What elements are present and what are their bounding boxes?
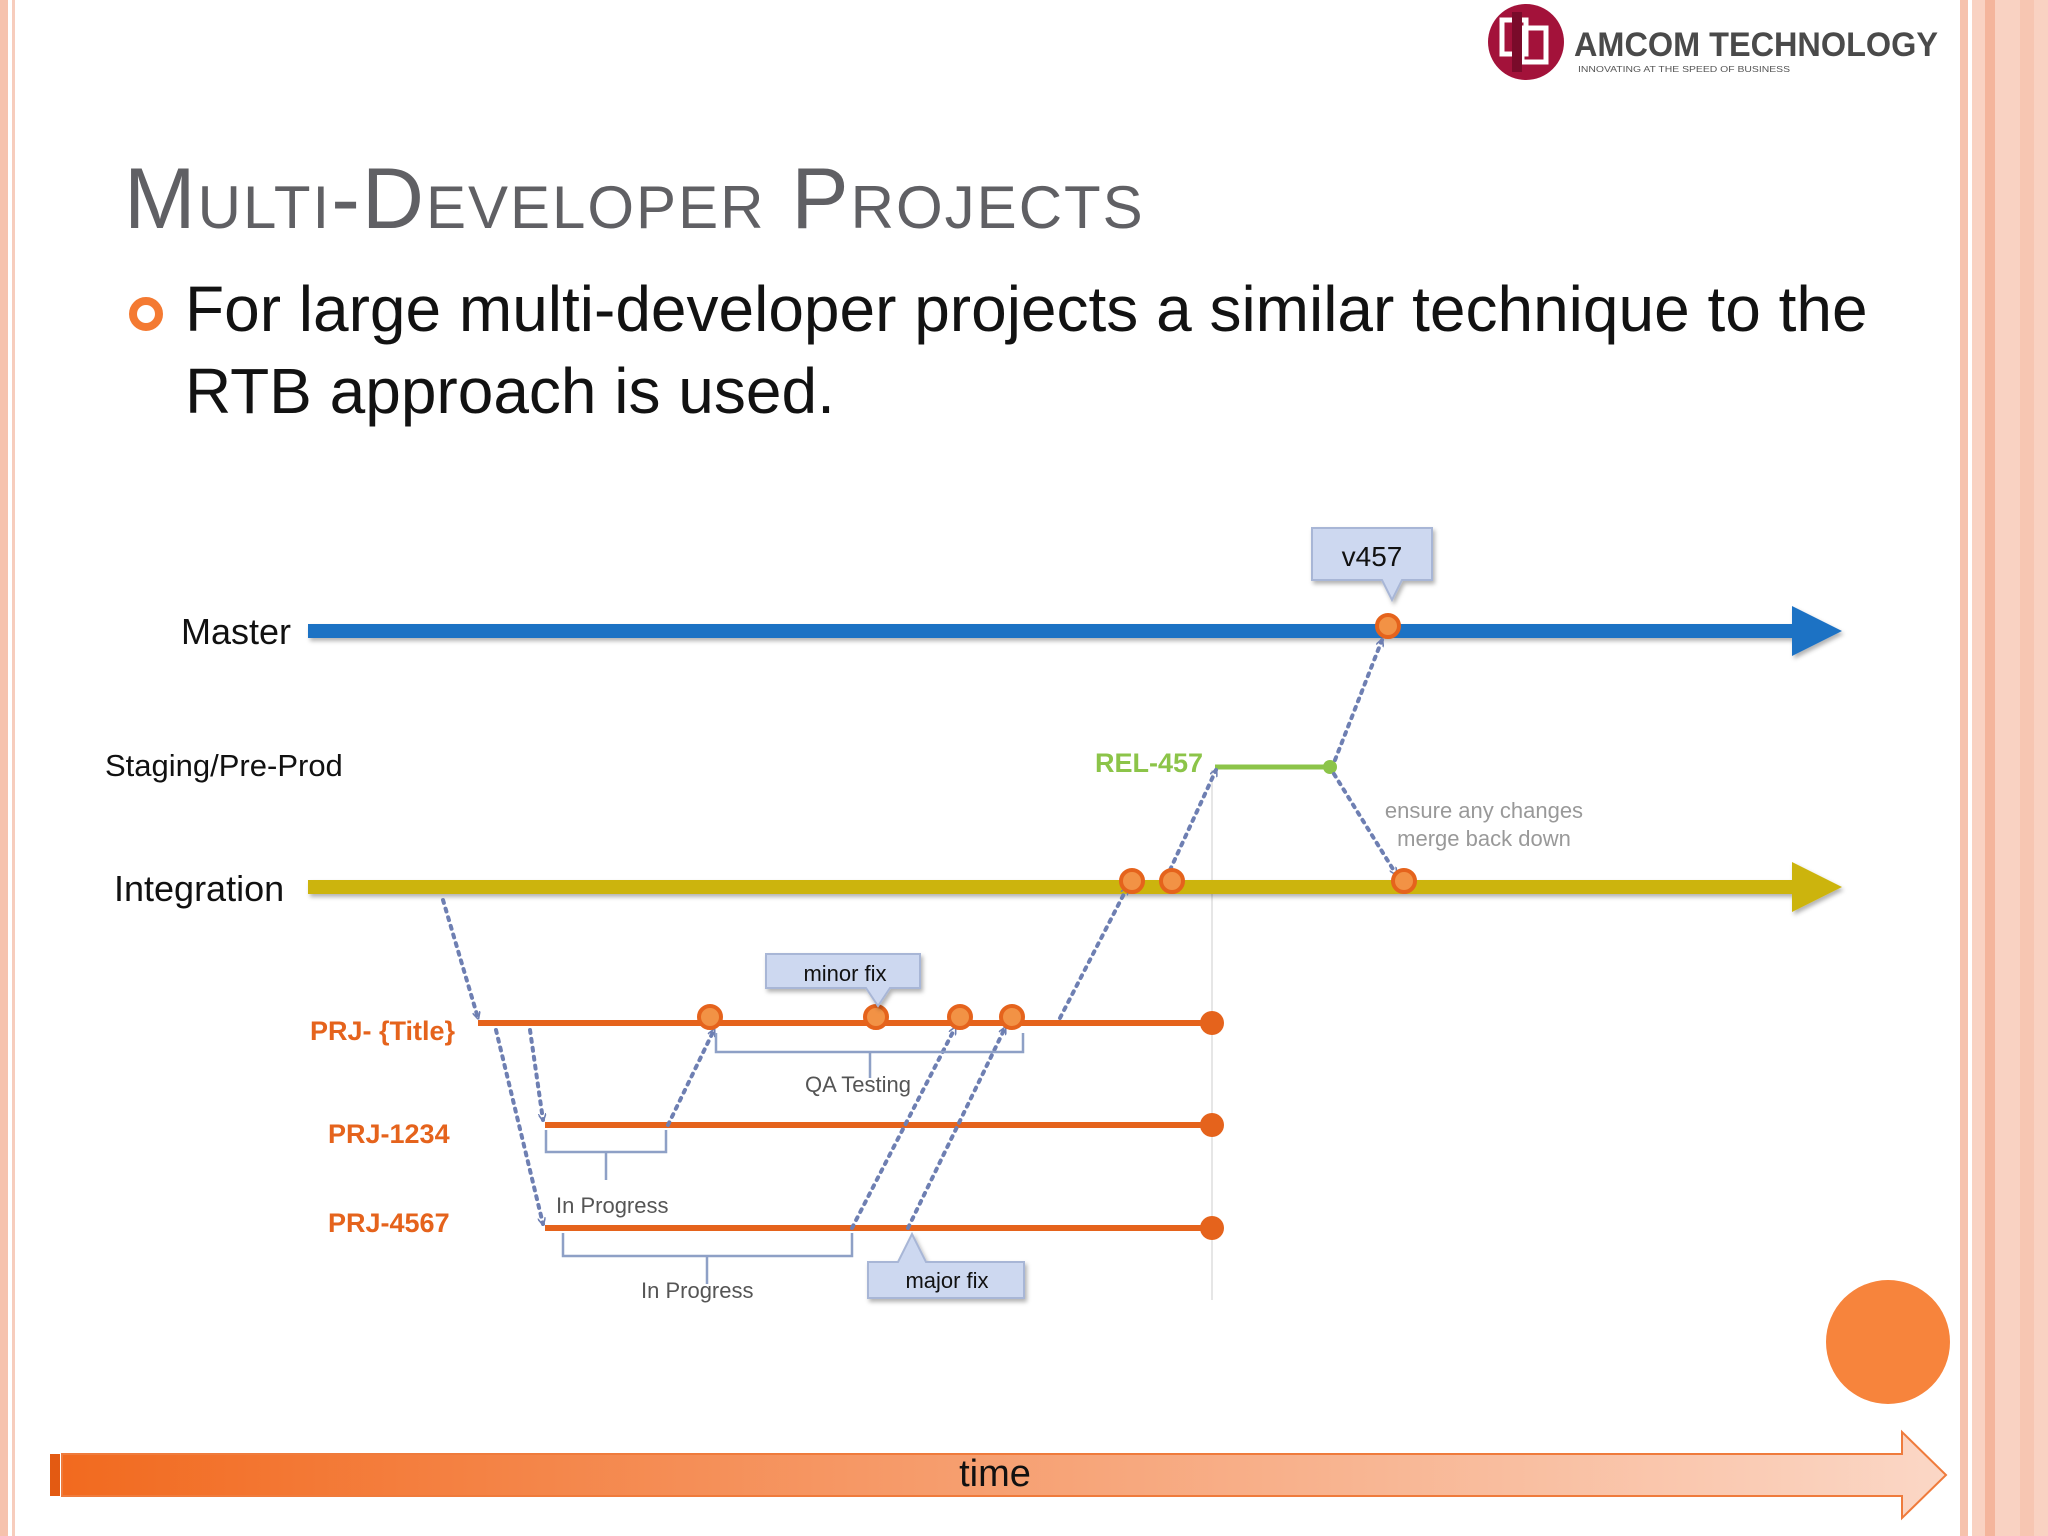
slide-border-right-band	[1972, 0, 2048, 1536]
release-label: REL-457	[1095, 748, 1203, 778]
prj-1234-end	[1200, 1113, 1224, 1137]
release-commit	[1323, 760, 1337, 774]
bullet-text: For large multi-developer projects a sim…	[185, 273, 1868, 427]
merge-note-line-1: ensure any changes	[1385, 798, 1583, 823]
company-logo: AMCOM TECHNOLOGY INNOVATING AT THE SPEED…	[1488, 4, 1938, 80]
in-progress-1234-label: In Progress	[556, 1193, 669, 1218]
time-label: time	[959, 1453, 1031, 1495]
in-progress-4567-bracket	[561, 1233, 854, 1284]
merge-arrow-4567-to-prj-b	[906, 1028, 1007, 1230]
version-callout	[1311, 527, 1433, 603]
qa-testing-label: QA Testing	[805, 1072, 911, 1097]
merge-arrow-1234-to-prj	[666, 1030, 716, 1127]
in-progress-4567-label: In Progress	[641, 1278, 754, 1303]
logo-tagline: INNOVATING AT THE SPEED OF BUSINESS	[1578, 65, 1790, 74]
integration-commit-1	[1119, 868, 1145, 894]
merge-arrow-int-to-rel	[1168, 770, 1218, 872]
slide-border-right-stripe-2	[2020, 0, 2034, 1536]
minor-fix-callout	[765, 953, 921, 1008]
slide-border-right-stripe	[1985, 0, 1995, 1536]
major-fix-callout	[867, 1231, 1025, 1299]
integration-commit-2	[1159, 868, 1185, 894]
slide-border-left-line	[12, 0, 15, 1536]
master-label: Master	[181, 611, 291, 652]
master-branch	[308, 606, 1842, 656]
merge-arrow-rel-to-int	[1332, 772, 1398, 874]
prj-title-label: PRJ- {Title}	[310, 1016, 456, 1046]
prj-title-end	[1200, 1011, 1224, 1035]
prj-1234-label: PRJ-1234	[328, 1119, 450, 1149]
branch-arrow-prj-to-1234	[528, 1028, 543, 1120]
branch-arrow-int-to-prj	[441, 898, 478, 1018]
slide-border-right	[1960, 0, 1968, 1536]
bullet-icon	[129, 297, 163, 331]
prj-commit-3	[947, 1004, 973, 1030]
slide-border-left	[0, 0, 8, 1536]
prj-4567-label: PRJ-4567	[328, 1208, 450, 1238]
decorative-circle	[1826, 1280, 1950, 1404]
staging-label: Staging/Pre-Prod	[105, 748, 343, 783]
version-label: v457	[1342, 541, 1403, 572]
minor-fix-label: minor fix	[803, 961, 886, 986]
merge-note-line-2: merge back down	[1397, 826, 1571, 851]
integration-label: Integration	[114, 868, 284, 909]
slide-title: Multi-Developer Projects	[124, 151, 1145, 247]
major-fix-label: major fix	[905, 1268, 988, 1293]
merge-arrow-4567-to-prj-a	[850, 1028, 957, 1230]
merge-arrow-prj-to-int	[1058, 888, 1129, 1020]
prj-4567-end	[1200, 1216, 1224, 1240]
prj-commit-1	[697, 1004, 723, 1030]
prj-commit-4	[999, 1004, 1025, 1030]
merge-arrow-rel-to-master	[1333, 640, 1382, 762]
in-progress-1234-bracket	[544, 1130, 668, 1180]
logo-wordmark: AMCOM TECHNOLOGY	[1574, 26, 1938, 64]
integration-branch	[308, 862, 1842, 912]
prj-commit-minor-fix	[863, 1004, 889, 1030]
integration-commit-3	[1391, 868, 1417, 894]
qa-testing-bracket	[714, 1033, 1025, 1078]
logo-mark-icon	[1488, 4, 1564, 80]
master-commit-v457	[1375, 613, 1401, 639]
branch-arrow-prj-to-4567	[494, 1028, 543, 1224]
